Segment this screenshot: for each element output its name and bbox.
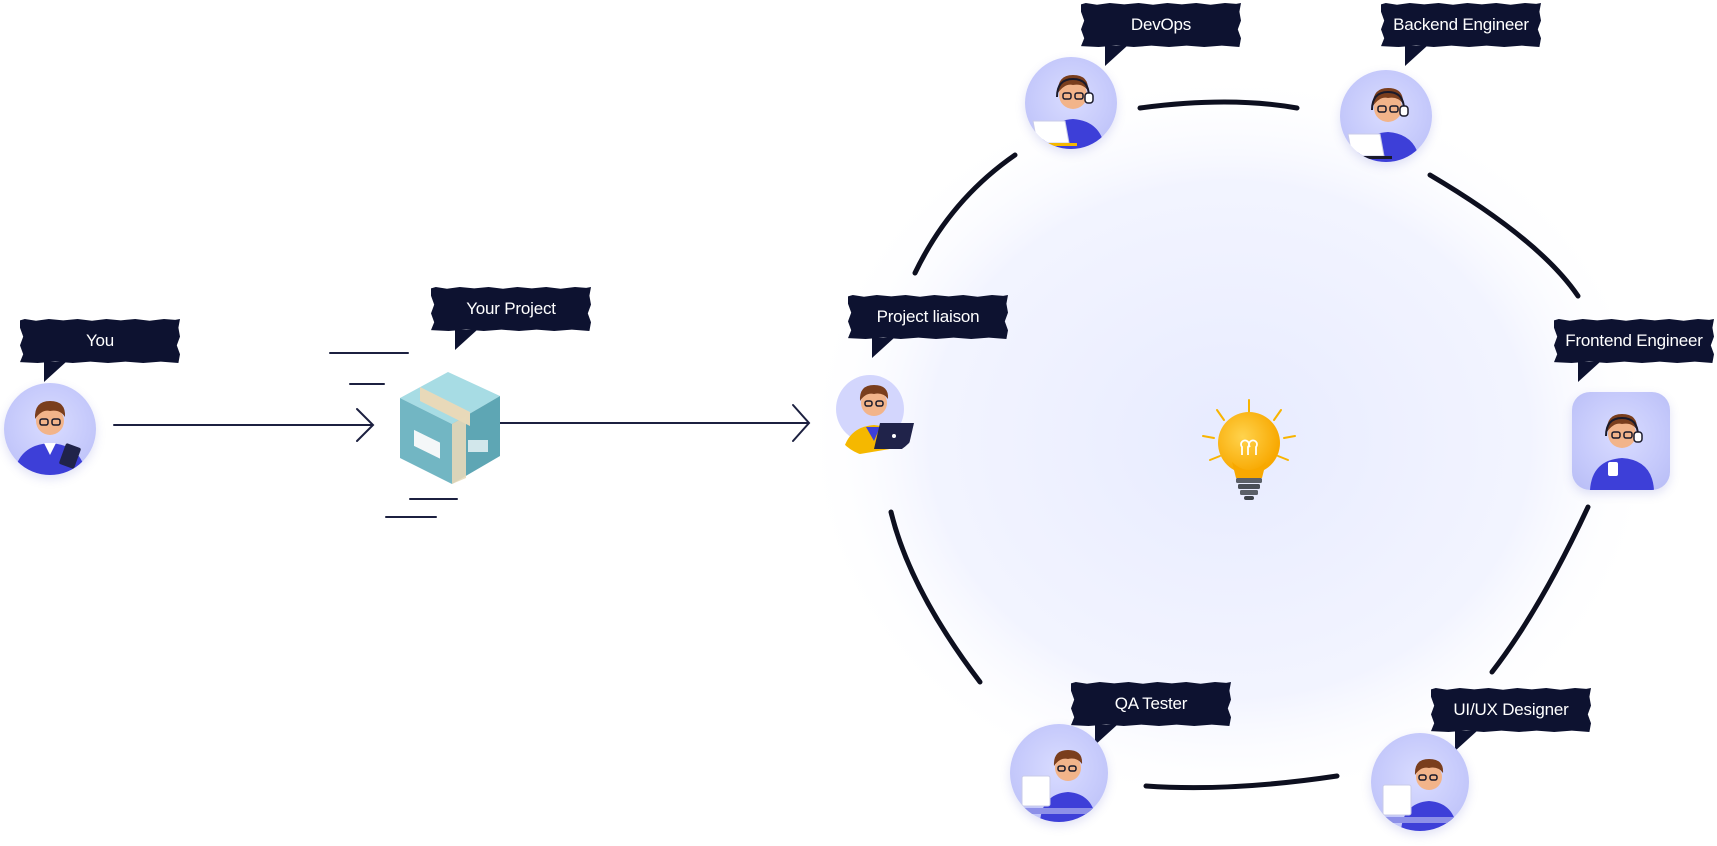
label-frontend-engineer: Frontend Engineer	[1565, 331, 1703, 350]
label-qa-tester: QA Tester	[1114, 694, 1188, 713]
avatar-backend-engineer	[1340, 70, 1432, 162]
connector-liaison-devops	[912, 152, 1018, 276]
bubble-backend-engineer: Backend Engineer	[1381, 3, 1541, 47]
bubble-tail	[1405, 46, 1427, 66]
bubble-tail	[872, 338, 894, 358]
person-with-headset-icon	[1029, 75, 1105, 149]
avatar-uiux-designer	[1371, 733, 1469, 831]
motion-lines	[329, 352, 458, 518]
bubble-tail	[1095, 725, 1117, 745]
bubble-tail	[455, 330, 477, 350]
bubble-tail	[1105, 46, 1127, 66]
arrow-you-to-project	[113, 408, 375, 442]
label-you: You	[85, 331, 115, 350]
person-at-desktop-icon	[1382, 759, 1457, 831]
bubble-devops: DevOps	[1081, 3, 1241, 47]
bubble-tail	[44, 362, 66, 382]
bubble-your-project: Your Project	[431, 287, 591, 331]
label-your-project: Your Project	[466, 299, 556, 318]
team-connectors	[888, 99, 1591, 791]
connector-uiux-qa	[1143, 773, 1340, 791]
avatar-frontend-engineer	[1572, 392, 1670, 490]
connector-frontend-uiux	[1489, 504, 1591, 675]
connector-backend-frontend	[1427, 172, 1581, 299]
connector-qa-liaison	[888, 509, 983, 685]
label-project-liaison: Project liaison	[876, 307, 980, 326]
package-box-icon	[400, 372, 500, 484]
connector-devops-backend	[1137, 99, 1300, 111]
avatar-project-liaison	[830, 365, 922, 457]
bubble-tail	[1578, 362, 1600, 382]
person-with-laptop-icon	[836, 375, 914, 457]
bubble-tail	[1455, 731, 1477, 751]
bubble-project-liaison: Project liaison	[848, 295, 1008, 339]
person-with-headset-icon	[1590, 414, 1654, 490]
avatar-you	[4, 383, 96, 475]
label-backend-engineer: Backend Engineer	[1393, 15, 1529, 34]
arrow-project-to-liaison	[499, 404, 811, 442]
bubble-qa-tester: QA Tester	[1071, 682, 1231, 726]
lightbulb-icon	[1202, 399, 1296, 500]
label-uiux-designer: UI/UX Designer	[1453, 700, 1569, 719]
bubble-frontend-engineer: Frontend Engineer	[1554, 319, 1714, 363]
avatar-devops	[1025, 57, 1117, 149]
person-icon	[14, 401, 86, 475]
bubble-uiux-designer: UI/UX Designer	[1431, 688, 1591, 732]
avatar-qa-tester	[1010, 724, 1108, 822]
label-devops: DevOps	[1130, 15, 1192, 34]
person-at-desktop-icon	[1021, 750, 1096, 822]
bubble-you: You	[20, 319, 180, 363]
person-with-headset-icon	[1344, 88, 1420, 162]
